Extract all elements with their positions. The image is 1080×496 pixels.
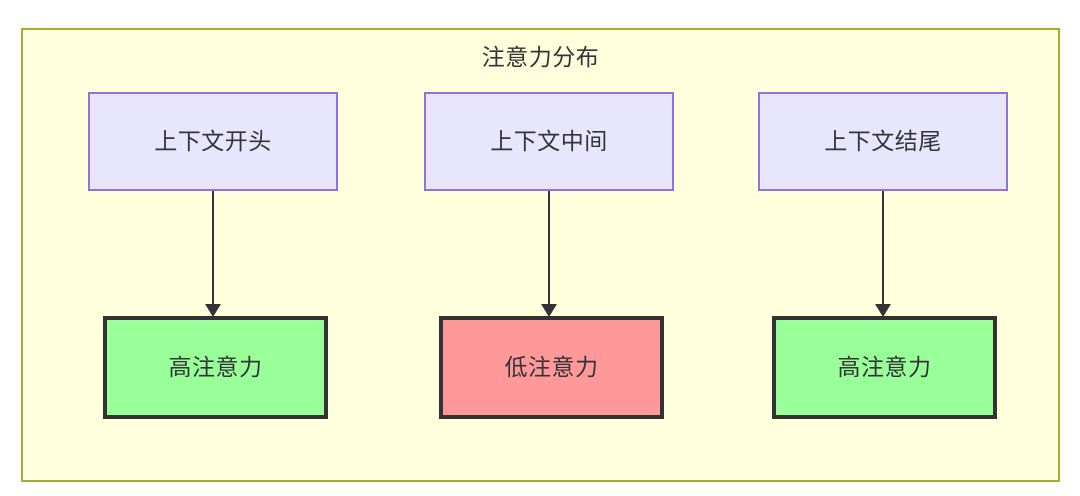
node-attention-high-start[interactable]: 高注意力 bbox=[103, 316, 328, 419]
node-context-end[interactable]: 上下文结尾 bbox=[758, 92, 1008, 191]
node-context-middle-label: 上下文中间 bbox=[490, 127, 608, 154]
node-attention-high-end[interactable]: 高注意力 bbox=[772, 316, 997, 419]
node-attention-low-middle-label: 低注意力 bbox=[504, 353, 599, 380]
node-context-end-label: 上下文结尾 bbox=[824, 127, 942, 154]
node-attention-low-middle[interactable]: 低注意力 bbox=[439, 316, 664, 419]
node-attention-high-start-label: 高注意力 bbox=[168, 353, 263, 380]
node-context-start-label: 上下文开头 bbox=[154, 127, 272, 154]
node-attention-high-end-label: 高注意力 bbox=[837, 353, 932, 380]
node-context-middle[interactable]: 上下文中间 bbox=[424, 92, 674, 191]
node-context-start[interactable]: 上下文开头 bbox=[88, 92, 338, 191]
subgraph-title: 注意力分布 bbox=[481, 44, 600, 70]
